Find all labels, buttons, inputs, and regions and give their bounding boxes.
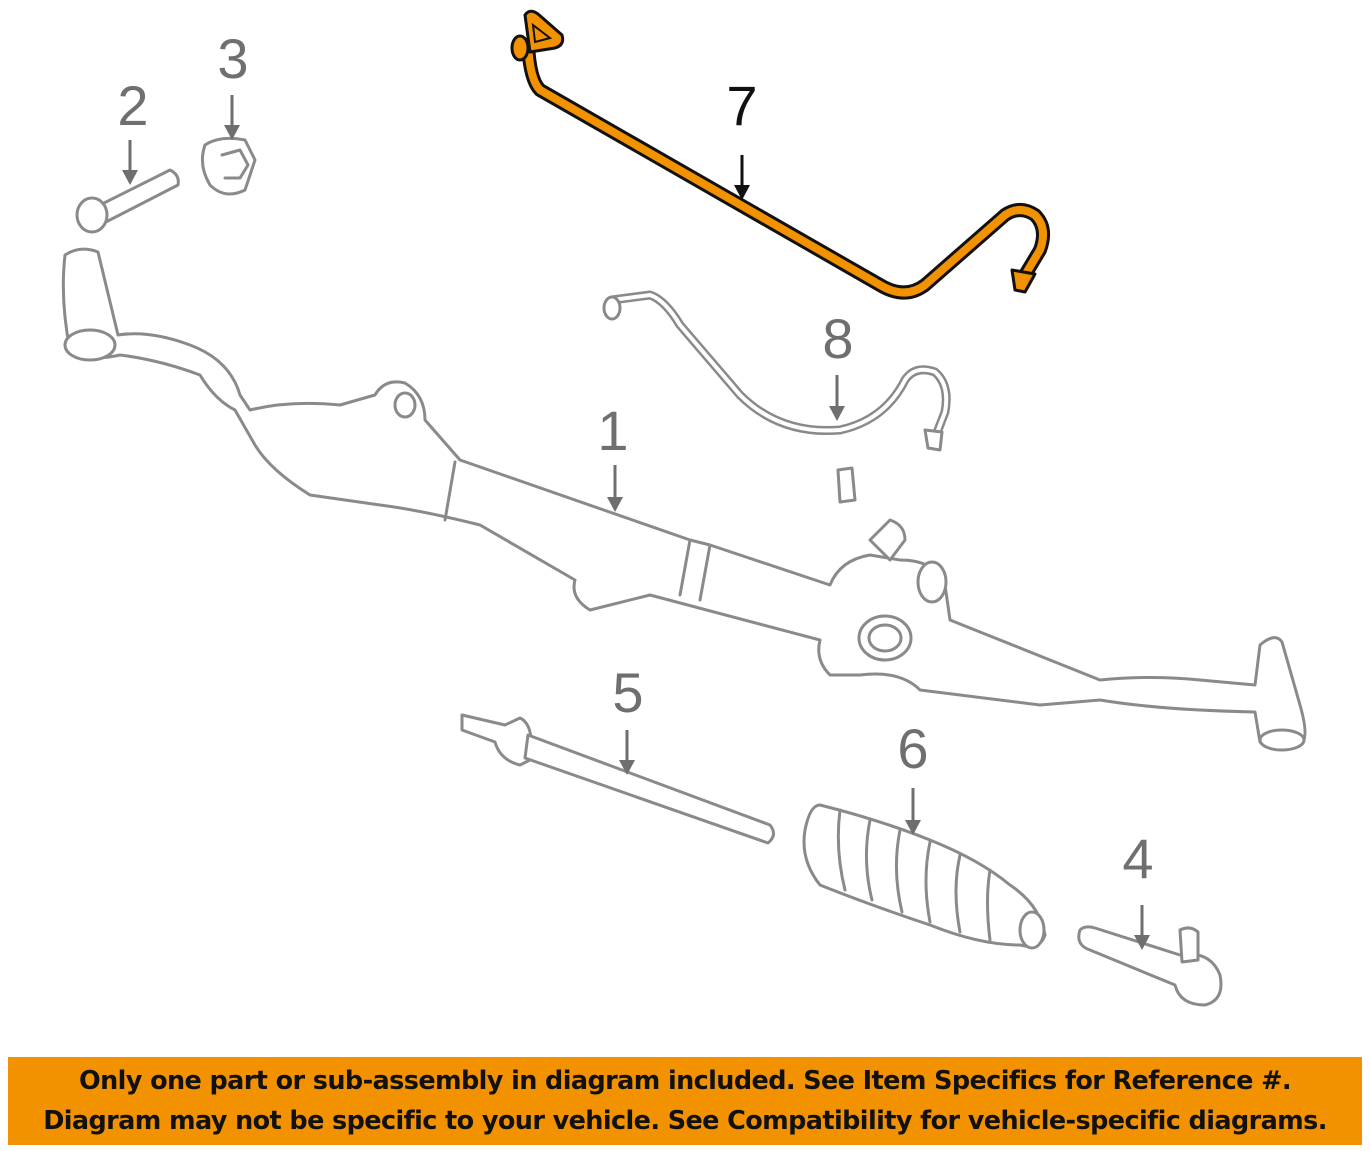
callout-number: 6: [897, 717, 928, 780]
parts-diagram: 1 2 3 4 5 6 7 8: [61, 9, 1307, 1007]
callout-8: 8: [822, 307, 854, 421]
banner-line-2: Diagram may not be specific to your vehi…: [43, 1106, 1327, 1136]
callout-4: 4: [1122, 827, 1154, 950]
part-return-line[interactable]: [602, 290, 951, 452]
callout-number: 3: [217, 27, 248, 90]
part-nut[interactable]: [200, 136, 257, 196]
disclaimer-banner: Only one part or sub-assembly in diagram…: [8, 1057, 1362, 1145]
part-rack-boot[interactable]: [802, 803, 1047, 950]
callout-2: 2: [117, 74, 149, 185]
callout-number: 2: [117, 74, 148, 137]
part-bolt[interactable]: [75, 168, 180, 234]
callout-7: 7: [726, 74, 758, 200]
callout-number: 1: [597, 399, 628, 462]
callout-5: 5: [612, 661, 644, 775]
part-pressure-line[interactable]: [510, 9, 1051, 300]
callout-number: 5: [612, 661, 643, 724]
callout-3: 3: [217, 27, 249, 140]
callout-number: 4: [1122, 827, 1153, 890]
part-inner-tie-rod[interactable]: [460, 713, 775, 845]
banner-line-1: Only one part or sub-assembly in diagram…: [79, 1066, 1292, 1096]
callout-6: 6: [897, 717, 929, 835]
callout-number: 7: [726, 74, 757, 137]
part-outer-tie-rod-end[interactable]: [1077, 925, 1223, 1007]
callout-number: 8: [822, 307, 853, 370]
part-steering-rack[interactable]: [61, 247, 1307, 752]
callout-1: 1: [597, 399, 629, 512]
